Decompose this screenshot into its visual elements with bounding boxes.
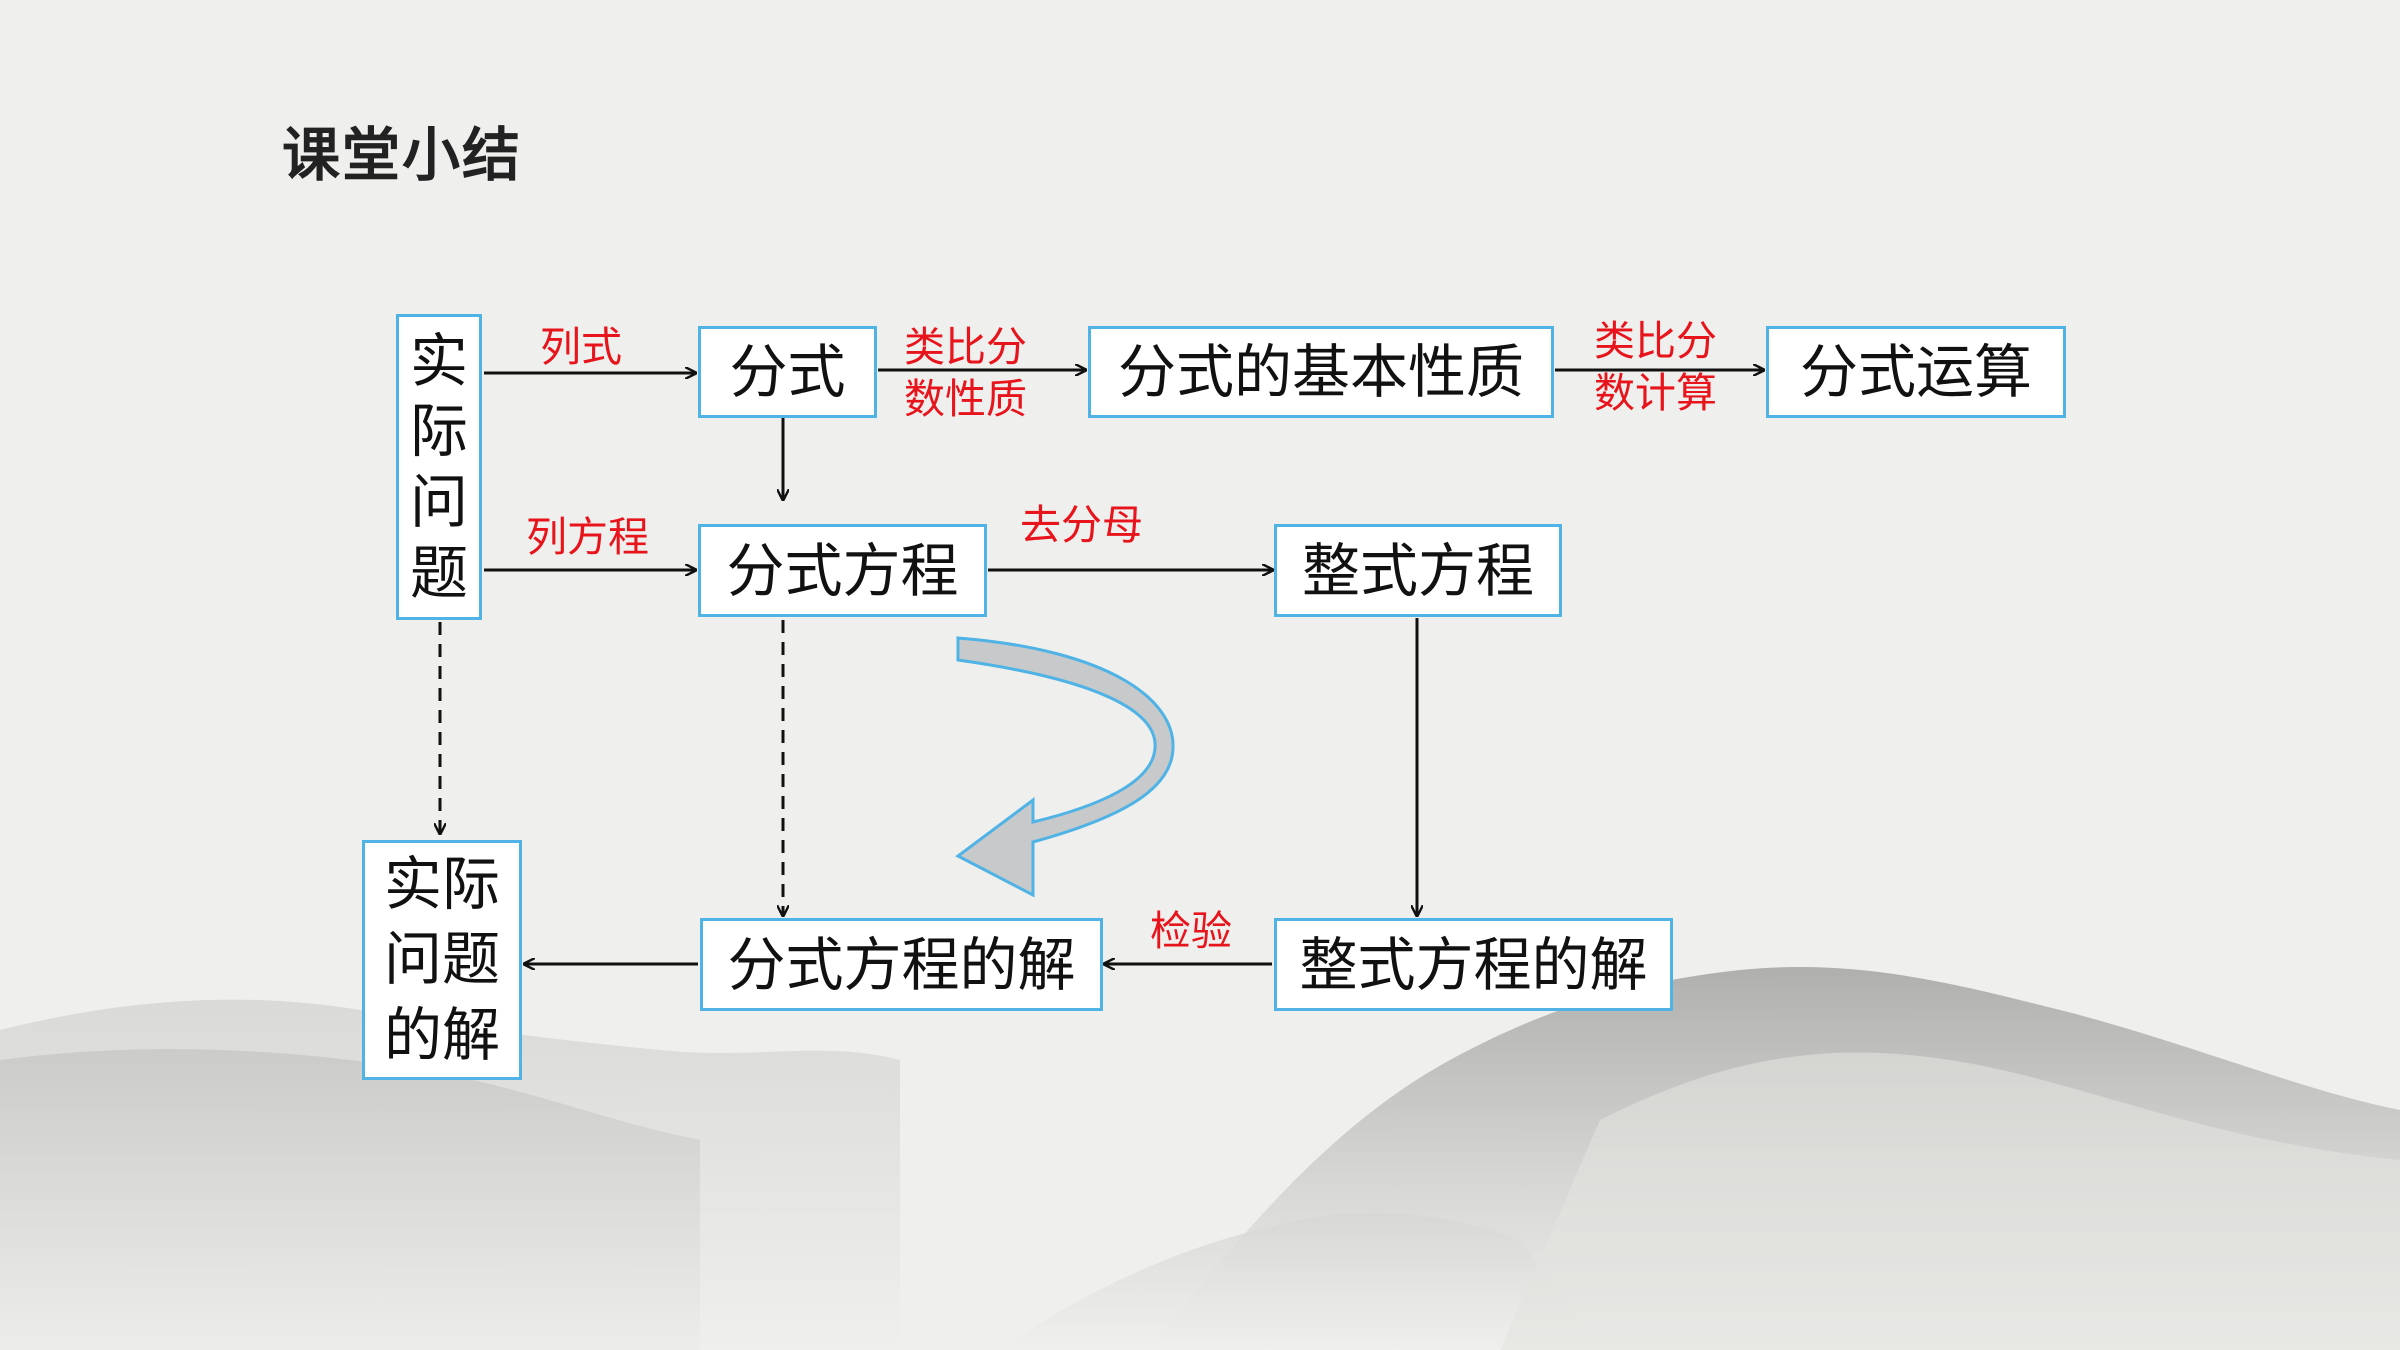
node-practical-problem-solution-text: 实际问题的解 <box>383 849 500 1069</box>
node-fractional-equation: 分式方程 <box>698 524 987 617</box>
label-analogy-fraction-property-line1: 类比分 <box>904 323 1027 371</box>
node-fraction-basic-property: 分式的基本性质 <box>1088 326 1554 418</box>
label-set-up-equation: 列方程 <box>526 513 649 561</box>
slide-title: 课堂小结 <box>282 121 523 189</box>
curved-arrow-icon <box>955 636 1175 898</box>
node-fractional-equation-solution: 分式方程的解 <box>700 918 1103 1011</box>
label-analogy-fraction-calc-line2: 数计算 <box>1594 368 1717 417</box>
node-practical-problem: 实际问题 <box>396 314 482 620</box>
node-fraction: 分式 <box>698 326 877 418</box>
node-practical-problem-solution: 实际问题的解 <box>362 840 522 1080</box>
label-analogy-fraction-calc: 类比分 数计算 <box>1594 316 1717 419</box>
label-analogy-fraction-calc-line1: 类比分 <box>1594 317 1717 365</box>
node-practical-problem-text: 实际问题 <box>410 326 469 607</box>
node-integral-equation-solution: 整式方程的解 <box>1274 918 1673 1011</box>
node-fraction-operations: 分式运算 <box>1766 326 2066 418</box>
label-clear-denominator: 去分母 <box>1020 501 1143 549</box>
label-verify: 检验 <box>1150 907 1232 955</box>
label-analogy-fraction-property: 类比分 数性质 <box>904 322 1027 425</box>
node-integral-equation: 整式方程 <box>1274 524 1562 617</box>
label-analogy-fraction-property-line2: 数性质 <box>904 374 1027 423</box>
label-set-up-expression: 列式 <box>540 323 622 371</box>
